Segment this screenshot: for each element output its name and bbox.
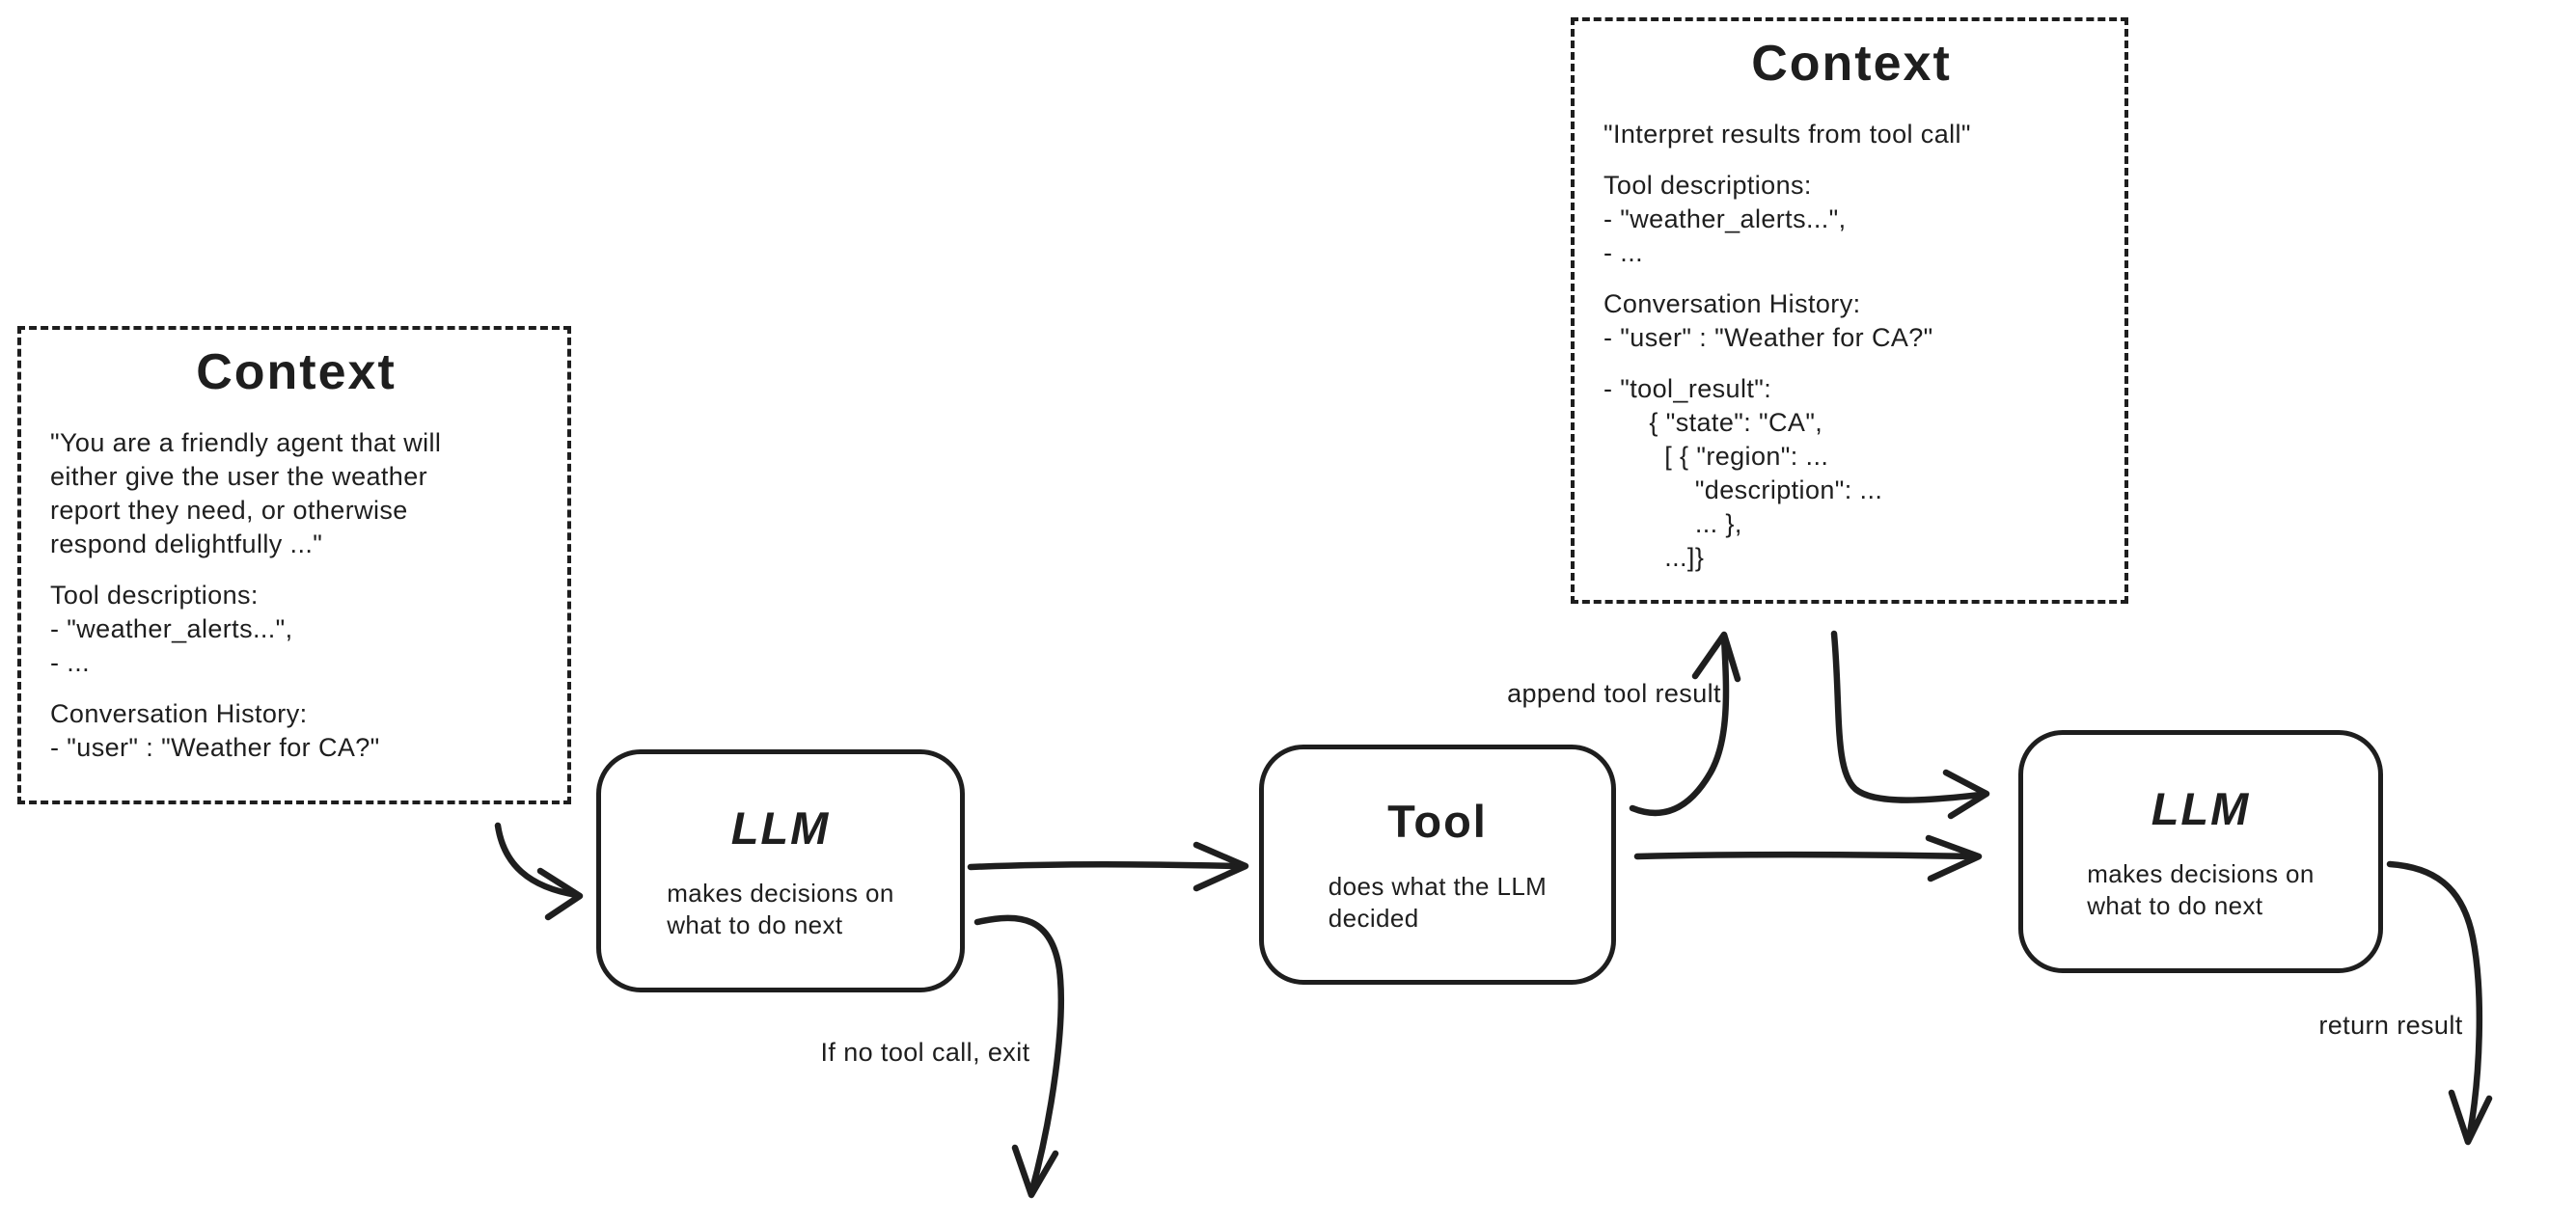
arrow-context-right-to-llm2 [1830, 630, 1990, 820]
node-tool-title: Tool [1387, 796, 1488, 847]
context-right-title: Context [1751, 36, 1952, 92]
arrow-tool-to-llm2 [1633, 834, 1983, 882]
context-left-system-text: "You are a friendly agent that will eith… [50, 428, 442, 558]
context-left-title: Context [196, 344, 397, 400]
node-llm-1: LLM makes decisions on what to do next [596, 749, 965, 992]
node-tool: Tool does what the LLM decided [1259, 745, 1616, 985]
context-box-tool-result: Context "Interpret results from tool cal… [1571, 17, 2128, 604]
arrow-llm1-to-tool [967, 841, 1249, 892]
node-llm-2-subtitle: makes decisions on what to do next [2087, 858, 2315, 920]
context-right-tool-descriptions: Tool descriptions: - "weather_alerts..."… [1603, 171, 1847, 267]
context-right-tool-result-json: - "tool_result": { "state": "CA", [ { "r… [1603, 374, 1883, 572]
node-llm-1-subtitle: makes decisions on what to do next [667, 878, 894, 939]
arrow-tool-to-context-right [1629, 631, 1741, 817]
label-if-no-tool-call-exit: If no tool call, exit [820, 1038, 1030, 1067]
node-tool-subtitle: does what the LLM decided [1328, 872, 1548, 933]
node-llm-2: LLM makes decisions on what to do next [2018, 730, 2383, 973]
label-return-result: return result [2318, 1011, 2463, 1040]
context-box-system-prompt: Context "You are a friendly agent that w… [17, 326, 571, 804]
context-left-conversation-history: Conversation History: - "user" : "Weathe… [50, 699, 380, 762]
context-right-conversation-history: Conversation History: - "user" : "Weathe… [1603, 289, 1933, 352]
arrow-context-left-to-llm1 [494, 822, 584, 921]
node-llm-1-title: LLM [730, 801, 831, 854]
label-append-tool-result: append tool result [1507, 679, 1721, 708]
node-llm-2-title: LLM [2151, 782, 2251, 834]
arrow-llm2-return-result [2386, 860, 2493, 1146]
context-right-system-text: "Interpret results from tool call" [1603, 120, 1971, 149]
context-left-tool-descriptions: Tool descriptions: - "weather_alerts..."… [50, 581, 293, 677]
